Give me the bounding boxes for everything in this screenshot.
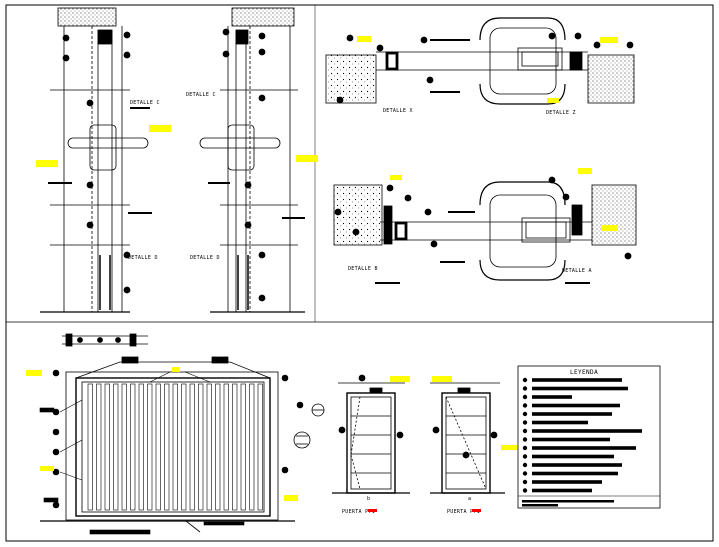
legend-symbol bbox=[522, 420, 528, 425]
legend-text-line bbox=[532, 378, 622, 382]
tag-left-2 bbox=[36, 160, 58, 167]
legend-text-line bbox=[532, 386, 628, 391]
legend-symbol bbox=[522, 445, 528, 451]
gate-bar bbox=[164, 383, 170, 511]
gate-bar bbox=[104, 383, 110, 511]
gate-bar bbox=[189, 383, 195, 511]
legend-symbol bbox=[522, 386, 528, 391]
gate-bar bbox=[113, 383, 119, 511]
gate-callouts bbox=[39, 369, 304, 535]
label-detalle-c-left: DETALLE C bbox=[130, 100, 160, 106]
legend-text-line bbox=[532, 437, 610, 442]
label-detalle-a: DETALLE A bbox=[562, 268, 592, 274]
door-right-mark: a bbox=[468, 496, 471, 502]
tag-right-1 bbox=[296, 155, 318, 162]
sheet-border bbox=[5, 4, 714, 542]
section-strip bbox=[62, 333, 148, 347]
gate-bars bbox=[87, 383, 263, 511]
legend-symbol bbox=[522, 437, 528, 442]
legend-box bbox=[517, 365, 661, 509]
gate-tag-1 bbox=[26, 370, 42, 376]
door-right-red-tag bbox=[472, 509, 481, 512]
gate-bar bbox=[240, 383, 246, 511]
label-detalle-z: DETALLE Z bbox=[546, 110, 576, 116]
legend-text-line bbox=[532, 412, 612, 416]
legend-text-line bbox=[532, 403, 620, 408]
door-elevation-left bbox=[332, 374, 410, 494]
gate-bar bbox=[130, 383, 136, 511]
gate-bar bbox=[257, 383, 263, 511]
legend-symbol bbox=[522, 479, 528, 485]
tag-left-1 bbox=[149, 125, 171, 132]
gate-tag-3 bbox=[284, 495, 298, 501]
legend-text-line bbox=[532, 471, 618, 476]
gate-bar bbox=[96, 383, 102, 511]
legend-text-line bbox=[532, 454, 614, 459]
plan-section-middle bbox=[333, 176, 637, 284]
gate-bar bbox=[223, 383, 229, 511]
gate-bar bbox=[249, 383, 255, 511]
label-detalle-c-right: DETALLE C bbox=[186, 92, 216, 98]
door-left-tag bbox=[390, 376, 410, 382]
door-right-tag-2 bbox=[501, 445, 517, 450]
legend-footer-line bbox=[522, 504, 558, 507]
legend-symbol bbox=[522, 394, 528, 400]
label-detalle-d-left: DETALLE D bbox=[128, 255, 158, 261]
legend-text-line bbox=[532, 480, 602, 484]
label-detalle-x: DETALLE X bbox=[383, 108, 413, 114]
tag-x-2 bbox=[600, 37, 618, 43]
label-puerta-right: PUERTA PP1 bbox=[447, 509, 480, 515]
tag-b-2 bbox=[578, 168, 592, 174]
door-left-red-tag bbox=[368, 509, 377, 512]
door-right-tag bbox=[432, 376, 452, 382]
legend-symbol bbox=[522, 454, 528, 459]
tag-x-3 bbox=[547, 98, 559, 103]
legend-text-line bbox=[532, 420, 588, 425]
legend-text-line bbox=[532, 488, 592, 493]
gate-bar bbox=[181, 383, 187, 511]
gate-bar bbox=[87, 383, 93, 511]
label-detalle-b: DETALLE B bbox=[348, 266, 378, 272]
tag-x-1 bbox=[357, 36, 371, 42]
legend-footer-line bbox=[522, 500, 614, 503]
hinge-detail bbox=[293, 403, 325, 449]
label-puerta-left: PUERTA PP1 bbox=[342, 509, 375, 515]
legend-symbol bbox=[522, 403, 528, 408]
gate-bar bbox=[147, 383, 153, 511]
legend-symbol bbox=[522, 471, 528, 476]
elevation-right bbox=[199, 7, 305, 313]
gate-bar bbox=[198, 383, 204, 511]
plan-section-top bbox=[325, 17, 635, 105]
gate-tag-2 bbox=[40, 466, 54, 471]
legend-symbol bbox=[522, 488, 528, 493]
tag-b-1 bbox=[390, 175, 402, 180]
legend-text-line bbox=[532, 429, 642, 433]
legend-text-line bbox=[532, 446, 636, 450]
gate-bar bbox=[232, 383, 238, 511]
door-elevation-right bbox=[430, 382, 505, 494]
tag-b-3 bbox=[601, 225, 617, 231]
legend-title: LEYENDA bbox=[570, 369, 598, 376]
legend-rows bbox=[522, 377, 642, 507]
gate-bar bbox=[215, 383, 221, 511]
gate-elevation bbox=[40, 356, 295, 533]
gate-bar bbox=[172, 383, 178, 511]
label-detalle-d-right: DETALLE D bbox=[190, 255, 220, 261]
legend-text-line bbox=[532, 463, 622, 467]
legend-symbol bbox=[522, 377, 528, 383]
legend-symbol bbox=[522, 462, 528, 468]
legend-symbol bbox=[522, 411, 528, 417]
gate-bar bbox=[155, 383, 161, 511]
legend-text-line bbox=[532, 395, 572, 399]
legend-symbol bbox=[522, 428, 528, 434]
door-left-mark: b bbox=[367, 496, 370, 502]
elevation-left bbox=[40, 7, 152, 313]
gate-bar bbox=[121, 383, 127, 511]
gate-tag-4 bbox=[172, 367, 180, 372]
gate-bar bbox=[206, 383, 212, 511]
gate-bar bbox=[138, 383, 144, 511]
